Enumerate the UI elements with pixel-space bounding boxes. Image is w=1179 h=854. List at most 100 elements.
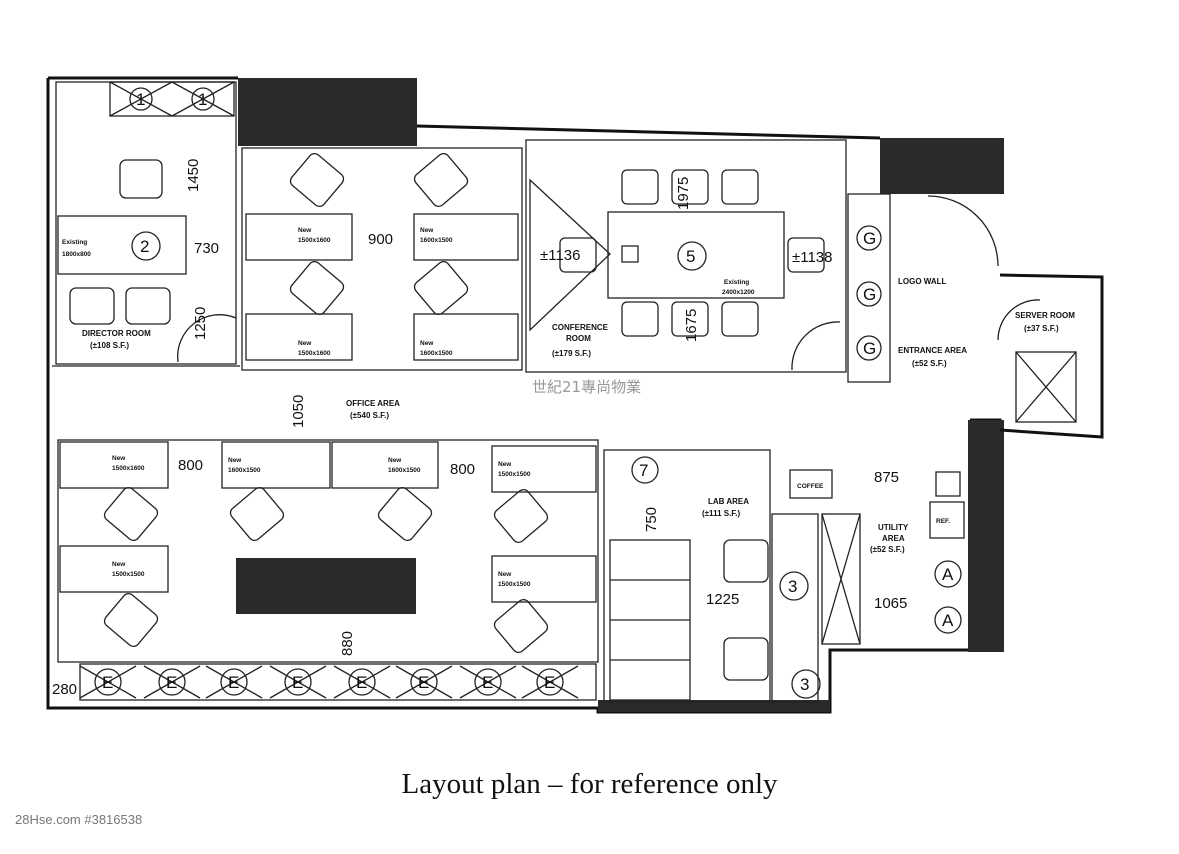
marker-A: A: [942, 565, 954, 584]
svg-text:New: New: [420, 227, 434, 234]
door-swing: [791, 321, 841, 371]
server-room-label: SERVER ROOM: [1015, 311, 1075, 320]
chair-icon: [559, 237, 597, 273]
workstation: [59, 545, 169, 593]
marker-E-circle: [348, 668, 376, 696]
svg-text:ROOM: ROOM: [566, 334, 591, 343]
svg-text:1600x1500: 1600x1500: [228, 467, 261, 474]
door-swing: [997, 299, 1041, 341]
dim-800: 800: [450, 461, 475, 478]
chair-icon: [125, 287, 171, 325]
marker-E: E: [482, 673, 493, 692]
marker-3: 3: [800, 675, 809, 694]
chair-icon: [723, 539, 769, 583]
svg-text:New: New: [420, 340, 434, 347]
workstation: [331, 441, 439, 489]
dim-1138: ±1138: [792, 249, 833, 266]
svg-text:New: New: [298, 227, 312, 234]
svg-text:1500x1500: 1500x1500: [112, 571, 145, 578]
marker-1: 1: [136, 90, 145, 109]
listing-id: 28Hse.com #3816538: [15, 812, 143, 827]
coffee-machine: [789, 469, 833, 499]
chair-icon: [787, 237, 825, 273]
dim-1225: 1225: [706, 591, 739, 608]
refrigerator-label: REF.: [936, 518, 950, 525]
director-room: 1 1 2 Existing 1800x800 DIRECTOR ROOM (±…: [55, 81, 237, 365]
svg-text:AREA: AREA: [882, 534, 905, 543]
dim-1250: 1250: [192, 307, 209, 340]
conference-room-label: CONFERENCE: [552, 323, 609, 332]
marker-7: 7: [639, 461, 648, 480]
marker-E: E: [292, 673, 303, 692]
svg-text:New: New: [228, 457, 242, 464]
svg-text:New: New: [498, 461, 512, 468]
dim-1675: 1675: [683, 309, 700, 342]
dim-900: 900: [368, 231, 393, 248]
lab-area-sf: (±111 S.F.): [702, 509, 741, 518]
svg-text:1500x1600: 1500x1600: [112, 465, 145, 472]
office-area-sf: (±540 S.F.): [350, 411, 389, 420]
dim-730: 730: [194, 240, 219, 257]
svg-text:1600x1500: 1600x1500: [420, 350, 453, 357]
utility-area: COFFEE REF. A A 875 1065 UTILITY AREA (±…: [789, 469, 965, 645]
outer-walls: [46, 76, 1004, 714]
marker-E: E: [166, 673, 177, 692]
conference-table: [607, 211, 785, 299]
door-swing: [177, 314, 237, 363]
coffee-label: COFFEE: [797, 483, 824, 490]
marker-A: A: [942, 611, 954, 630]
workstation: [413, 213, 519, 261]
marker-E-circle: [284, 668, 312, 696]
marker-G: G: [863, 339, 876, 358]
chair-icon: [103, 486, 159, 542]
marker-E-circle: [410, 668, 438, 696]
marker-3: 3: [788, 577, 797, 596]
logo-wall-label: LOGO WALL: [898, 277, 947, 286]
svg-text:New: New: [388, 457, 402, 464]
upper-workstations: New 1500x1600 New 1600x1500 New 1500x160…: [241, 147, 523, 428]
marker-G: G: [863, 229, 876, 248]
entrance-area-sf: (±52 S.F.): [912, 359, 947, 368]
chair-icon: [721, 169, 759, 205]
utility-area-label: UTILITY: [878, 523, 909, 532]
chair-icon: [721, 301, 759, 337]
svg-text:New: New: [112, 561, 126, 568]
dim-1050: 1050: [290, 395, 307, 428]
door-swing: [927, 195, 999, 267]
utility-area-sf: (±52 S.F.): [870, 545, 905, 554]
dim-1450: 1450: [185, 159, 202, 192]
dim-1975: 1975: [675, 177, 692, 210]
dim-880: 880: [339, 631, 356, 656]
chair-icon: [723, 637, 769, 681]
dim-750: 750: [643, 507, 660, 532]
svg-text:1600x1500: 1600x1500: [388, 467, 421, 474]
chair-icon: [103, 592, 159, 648]
lab-area: 7 750 1225 3 3 LAB AREA (±111 S.F.): [603, 449, 821, 703]
director-room-area: (±108 S.F.): [90, 341, 129, 350]
workstation: [491, 555, 597, 603]
chair-icon: [289, 152, 345, 208]
svg-text:2400x1200: 2400x1200: [722, 289, 755, 296]
structural-column: [238, 78, 417, 146]
dim-1136: ±1136: [540, 247, 581, 264]
director-desk: [57, 215, 187, 275]
office-area-label: OFFICE AREA: [346, 399, 400, 408]
chair-icon: [621, 301, 659, 337]
svg-text:1500x1500: 1500x1500: [498, 471, 531, 478]
marker-E-circle: [220, 668, 248, 696]
workstation: [221, 441, 331, 489]
svg-text:New: New: [298, 340, 312, 347]
marker-5: 5: [686, 247, 695, 266]
server-room: SERVER ROOM (±37 S.F.): [999, 273, 1104, 439]
svg-text:New: New: [498, 571, 512, 578]
workstation: [245, 313, 353, 361]
conference-room-area: (±179 S.F.): [552, 349, 591, 358]
dim-1065: 1065: [874, 595, 907, 612]
chair-icon: [377, 486, 433, 542]
svg-text:New: New: [112, 455, 126, 462]
svg-text:1800x800: 1800x800: [62, 251, 91, 258]
lab-area-label: LAB AREA: [708, 497, 749, 506]
workstation: [59, 441, 169, 489]
